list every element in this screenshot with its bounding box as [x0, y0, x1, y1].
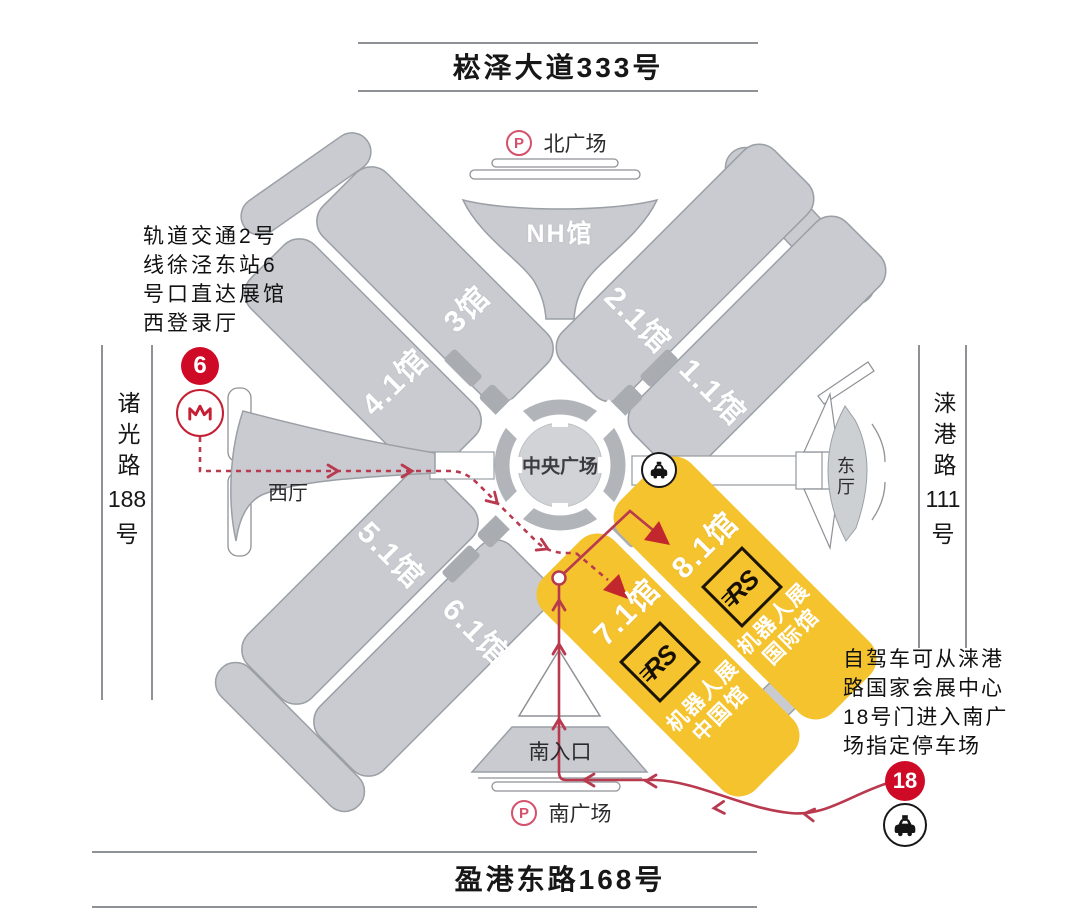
north-canopy [469, 158, 641, 180]
drive-route [557, 585, 889, 815]
taxi-icon-south [883, 803, 927, 847]
east-entrance [631, 361, 886, 551]
parking-icon-south: P [511, 800, 537, 826]
road-east-suffix: 号 [931, 521, 955, 547]
central-plaza-label: 中央广场 [521, 456, 599, 478]
hall-8-1 [613, 456, 877, 720]
road-label-west: 诸光路 188 号 [108, 391, 146, 549]
metro-route [198, 437, 576, 555]
road-lines [92, 42, 967, 908]
drive-note: 自驾车可从涞港 路国家会展中心 18号门进入南广 场指定停车场 [843, 645, 1008, 761]
hall-3 [316, 166, 554, 404]
taxi-icon [641, 452, 677, 488]
metro-exit-6-badge: 6 [181, 347, 219, 385]
parking-icon: P [506, 130, 532, 156]
arrow-into-hall-7-1 [603, 574, 628, 599]
metro-note-line: 西登录厅 [143, 312, 239, 335]
road-east-number: 111 [925, 486, 961, 512]
hall-2-1 [555, 143, 815, 403]
metro-note-line: 号口直达展馆 [143, 283, 287, 306]
gray-halls [241, 143, 887, 777]
road-label-east: 涞港路 111 号 [926, 391, 961, 549]
gate-18-badge: 18 [885, 761, 925, 801]
north-plaza-label: 北广场 [543, 133, 607, 156]
metro-note: 轨道交通2号 线徐泾东站6 号口直达展馆 西登录厅 [143, 222, 287, 338]
east-hall-band [827, 405, 868, 542]
west-funnel [230, 410, 436, 542]
road-east-name: 涞港路 [930, 391, 956, 484]
drive-note-line: 自驾车可从涞港 [843, 648, 1004, 671]
road-west-suffix: 号 [115, 521, 139, 547]
west-entrance [227, 387, 495, 557]
drive-note-line: 场指定停车场 [843, 735, 981, 758]
routes [198, 437, 889, 823]
road-west-name: 诸光路 [114, 391, 140, 484]
arrow-into-hall-8-1 [644, 521, 670, 545]
south-entrance-label: 南入口 [528, 741, 592, 764]
taxi-glyph [894, 814, 916, 836]
taxi-glyph [650, 461, 668, 479]
route-chevrons [326, 463, 817, 823]
drive-note-line: 18号门进入南广 [843, 706, 1009, 729]
hall-1-1 [627, 215, 887, 475]
road-label-north: 崧泽大道333号 [452, 52, 664, 83]
route-junction-node [551, 570, 567, 586]
metro-note-line: 线徐泾东站6 [143, 254, 278, 277]
south-plaza-label: 南广场 [548, 803, 612, 826]
hall-nh-label: NH馆 [526, 220, 594, 248]
east-hall-label: 东厅 [835, 456, 855, 498]
road-west-number: 188 [107, 486, 147, 512]
drive-note-line: 路国家会展中心 [843, 677, 1004, 700]
central-plaza [494, 399, 626, 531]
wing-northwest [240, 132, 372, 236]
hall-7-1 [536, 533, 800, 797]
road-label-south: 盈港东路168号 [454, 864, 666, 895]
metro-logo-icon [176, 389, 224, 437]
hall-6-1 [313, 539, 551, 777]
hall-5-1 [241, 467, 479, 705]
west-hall-label: 西厅 [268, 482, 308, 505]
metro-note-line: 轨道交通2号 [143, 225, 278, 248]
wing-southwest [214, 661, 366, 813]
metro-logo-glyph [188, 404, 212, 421]
hall-nh-shape [461, 198, 659, 320]
yellow-halls [536, 456, 877, 797]
